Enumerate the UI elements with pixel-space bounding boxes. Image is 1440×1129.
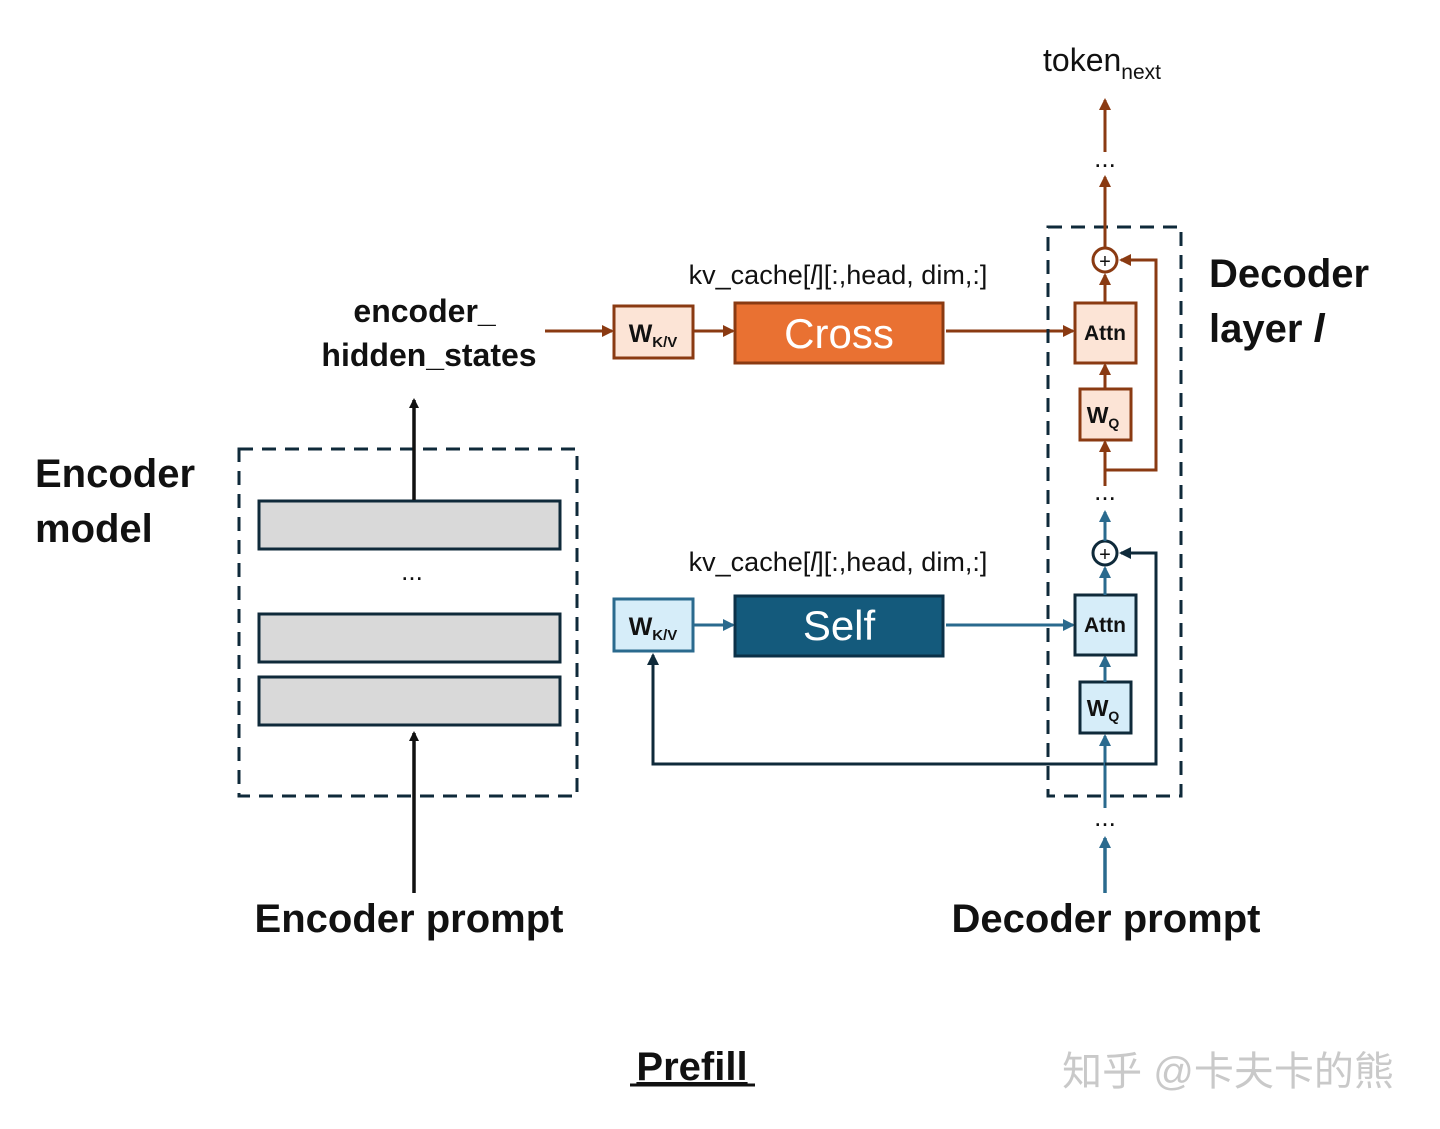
token-next-label: tokennext [1043,42,1161,84]
encoder-ellipsis: ... [401,556,423,586]
diagram-title: Prefill [636,1045,747,1089]
self-residual-path [1105,547,1158,766]
encoder-layer-block [257,612,562,664]
cross-block-label: Cross [784,310,894,357]
decoder-dashed-box [1046,225,1183,798]
decoder-prompt-label: Decoder prompt [952,897,1261,941]
cross-block [733,301,945,365]
watermark: 知乎 @卡夫卡的熊 [1062,1050,1394,1094]
self-wkv-label: WK/V [629,613,678,644]
cross-attention-branch: kv_cache[l][:,head, dim,:] WK/V Cross [545,260,1075,365]
decoder-mid-ellipsis: ... [1094,476,1116,506]
encoder-prompt-label: Encoder prompt [255,897,564,941]
cross-kv-cache-label: kv_cache[l][:,head, dim,:] [689,260,988,290]
self-attention-branch: kv_cache[l][:,head, dim,:] WK/V Self [612,547,1105,766]
self-wq-box [1078,680,1133,735]
encoder-layer-block [257,675,562,727]
encoder-dashed-box [237,447,579,798]
encoder-layer-block [257,499,562,551]
decoder-layer-label: Decoder layer l [1209,252,1380,351]
cross-residual-path [1105,254,1158,472]
decoder-bottom-ellipsis: ... [1094,802,1116,832]
self-wq-label: WQ [1087,695,1120,724]
decoder-input-to-self-wkv-path [647,653,1105,766]
encoder-group: Encoder model ... Encoder prompt encoder… [35,293,579,941]
self-add-symbol: + [1099,544,1111,566]
decoder-top-ellipsis: ... [1094,143,1116,173]
self-block [733,594,945,658]
cross-wq-box [1078,387,1133,442]
cross-attn-box [1073,301,1138,365]
self-block-label: Self [803,602,876,649]
cross-wkv-label: WK/V [629,320,678,351]
cross-wkv-box [612,304,695,360]
self-attn-label: Attn [1084,614,1126,637]
cross-wq-label: WQ [1087,402,1120,431]
encoder-hidden-states-label: encoder_ hidden_states [321,293,536,373]
cross-attn-label: Attn [1084,322,1126,345]
encoder-model-label: Encoder model [35,452,206,551]
cross-add-symbol: + [1099,251,1111,273]
self-kv-cache-label: kv_cache[l][:,head, dim,:] [689,547,988,577]
decoder-layer-group: Decoder layer l ... WQ Attn + ... WQ Att… [952,42,1380,941]
